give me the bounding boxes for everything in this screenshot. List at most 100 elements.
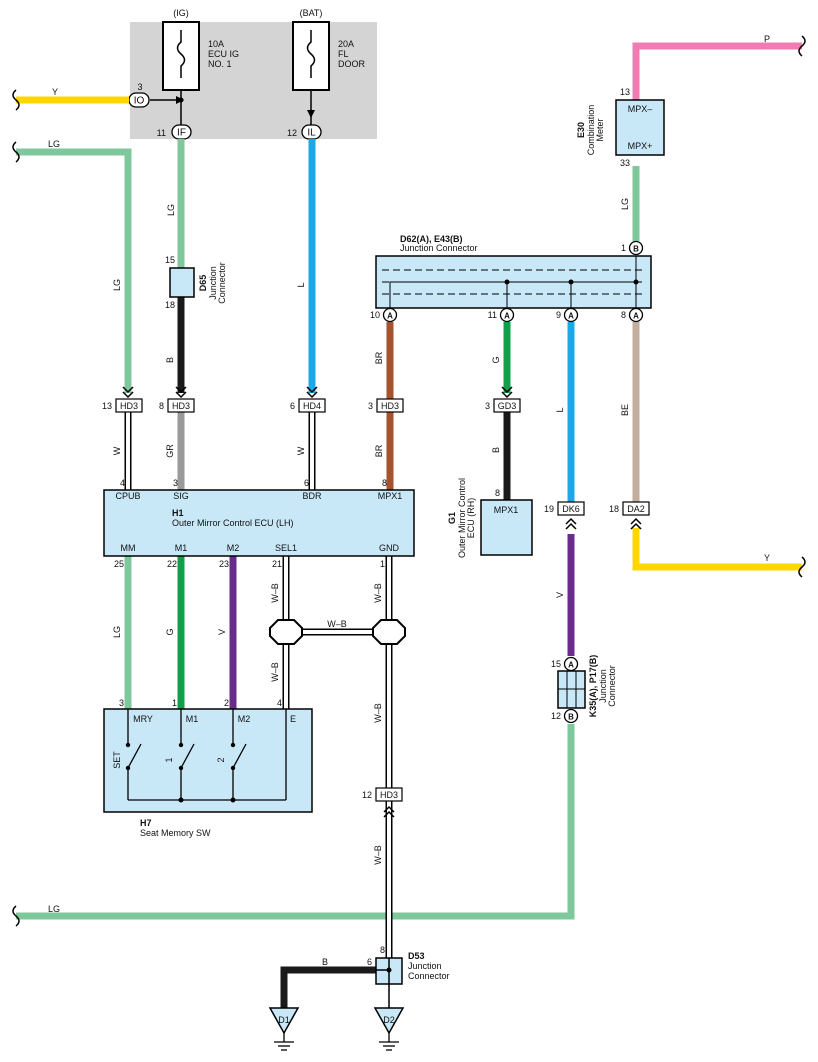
fuse-2-line2: FL (338, 49, 349, 59)
h1-pin-gnd: 1 (380, 559, 385, 569)
d53-pin-top: 8 (380, 945, 385, 955)
hd-connectors: HD3 13 HD3 8 HD4 6 HD3 3 GD3 3 (102, 398, 521, 413)
d53-junction-connector: 8 6 D53 Junction Connector (367, 945, 450, 1008)
hd4-6-pin: 6 (290, 401, 295, 411)
h1-outer-mirror-ecu-lh: H1 Outer Mirror Control ECU (LH) CPUB SI… (103, 478, 415, 569)
terminal-if-pin: 11 (157, 128, 166, 138)
h1-label-cpub: CPUB (115, 491, 140, 501)
h7-label-mry: MRY (133, 714, 153, 724)
fuse-box: (IG) (BAT) 10A ECU IG NO. 1 20A FL DOOR … (128, 8, 377, 140)
label-y-right: Y (764, 553, 770, 563)
label-g-m1: G (165, 628, 175, 635)
break-p (798, 35, 806, 57)
e30-line1: Combination (586, 105, 596, 156)
d65-line1: Junction (208, 266, 218, 300)
label-lg-bottom: LG (48, 904, 60, 914)
d65-pin-top: 15 (165, 255, 175, 265)
h1-label-sig: SIG (173, 491, 189, 501)
hd3-13-box (115, 398, 143, 413)
hd3-3-pin: 3 (368, 401, 373, 411)
d65-id: D65 (198, 275, 208, 292)
h7-label-m2: M2 (238, 714, 251, 724)
label-lg-if: LG (166, 204, 176, 216)
d53-line2: Connector (408, 971, 450, 981)
hd3-12-chevron (383, 805, 395, 818)
k35-pin-top: 15 (551, 659, 561, 669)
ground-d2: D2 (373, 1007, 405, 1051)
fuse-2-rating: 20A (338, 39, 354, 49)
bat-label: (BAT) (300, 8, 323, 18)
h1-label-bdr: BDR (302, 491, 322, 501)
h1-pin-sel1: 21 (272, 559, 282, 569)
h1-label-m2: M2 (227, 543, 240, 553)
h1-pin-mpx1: 8 (382, 478, 387, 488)
h7-body (103, 708, 313, 813)
e30-pin-top: 13 (620, 87, 630, 97)
terminal-io-name: IO (134, 96, 145, 107)
label-l-il: L (296, 282, 306, 287)
d62-pin-letter-2: A (568, 312, 574, 321)
h7-pin-m2: 2 (224, 698, 229, 708)
hd3-13-pin: 13 (102, 401, 112, 411)
label-br-mpx1: BR (374, 444, 384, 457)
label-l-dk6: L (555, 407, 565, 412)
fuse-1-rating: 10A (208, 39, 224, 49)
d62-top-pin: 1 (621, 243, 626, 253)
label-wb-2: W–B (373, 583, 383, 603)
dk6-pin: 19 (544, 504, 554, 514)
h7-id: H7 (140, 818, 152, 828)
label-w-cpub: W (112, 446, 122, 455)
d62-pin-2: 9 (556, 310, 561, 320)
terminal-il-pin: 12 (287, 128, 297, 138)
hd3-8-pin: 8 (159, 401, 164, 411)
wire-p (632, 42, 802, 100)
d62-pin-0: 10 (370, 310, 380, 320)
k35-pin-bottom: 12 (551, 711, 561, 721)
e30-id: E30 (576, 122, 586, 138)
d65-pin-bottom: 18 (165, 300, 175, 310)
gd3-3-box (493, 398, 521, 413)
da2-name: DA2 (627, 504, 645, 514)
wire-y-right (632, 528, 802, 571)
g1-id: G1 (447, 512, 457, 524)
label-lg-left-v: LG (112, 279, 122, 291)
hd3-13-name: HD3 (120, 401, 138, 411)
hd3-3-box (376, 398, 404, 413)
k35-id: K35(A), P17(B) (588, 655, 598, 718)
h1-pin-sig: 3 (173, 478, 178, 488)
dk6-da2-connectors: DK6 19 DA2 18 (544, 501, 650, 530)
e30-combination-meter: MPX– MPX+ 13 33 E30 Combination Meter (576, 87, 665, 168)
h7-switch-set: SET (112, 751, 122, 769)
hd4-6-name: HD4 (303, 401, 321, 411)
label-b-g1: B (491, 447, 501, 453)
h1-label-gnd: GND (379, 543, 400, 553)
label-gr-sig: GR (165, 444, 175, 458)
d65-connector: 15 18 D65 Junction Connector (165, 255, 227, 310)
splice-left (269, 619, 303, 645)
label-wb-4: W–B (373, 703, 383, 723)
h7-title: Seat Memory SW (140, 828, 211, 838)
da2-pin: 18 (609, 504, 619, 514)
h7-switch-circuit (127, 709, 287, 801)
gd3-3-name: GD3 (498, 401, 517, 411)
label-g: G (491, 356, 501, 363)
hd3-3-name: HD3 (381, 401, 399, 411)
g1-line2: ECU (RH) (466, 498, 476, 539)
label-p: P (764, 34, 770, 44)
d62-top-pin-circle (628, 240, 644, 256)
h7-seat-memory-switch: 3 1 2 4 MRY M1 M2 E SET 1 2 (103, 698, 313, 838)
h1-label-mpx1: MPX1 (378, 491, 403, 501)
ground-d1: D1 (268, 1007, 300, 1051)
d62-top-pin-letter: B (633, 245, 639, 254)
hd3-8-name: HD3 (172, 401, 190, 411)
ig-label: (IG) (173, 8, 189, 18)
dk6-box (557, 501, 585, 516)
label-wb-1: W–B (270, 583, 280, 603)
h7-pin-e: 4 (277, 698, 282, 708)
hd-connector-row (122, 386, 513, 399)
break-lg-left (12, 141, 20, 163)
g1-outer-mirror-ecu-rh: MPX1 8 G1 Outer Mirror Control ECU (RH) (447, 478, 533, 558)
hd3-12-pin: 12 (362, 790, 372, 800)
wire-breaks (12, 35, 806, 927)
